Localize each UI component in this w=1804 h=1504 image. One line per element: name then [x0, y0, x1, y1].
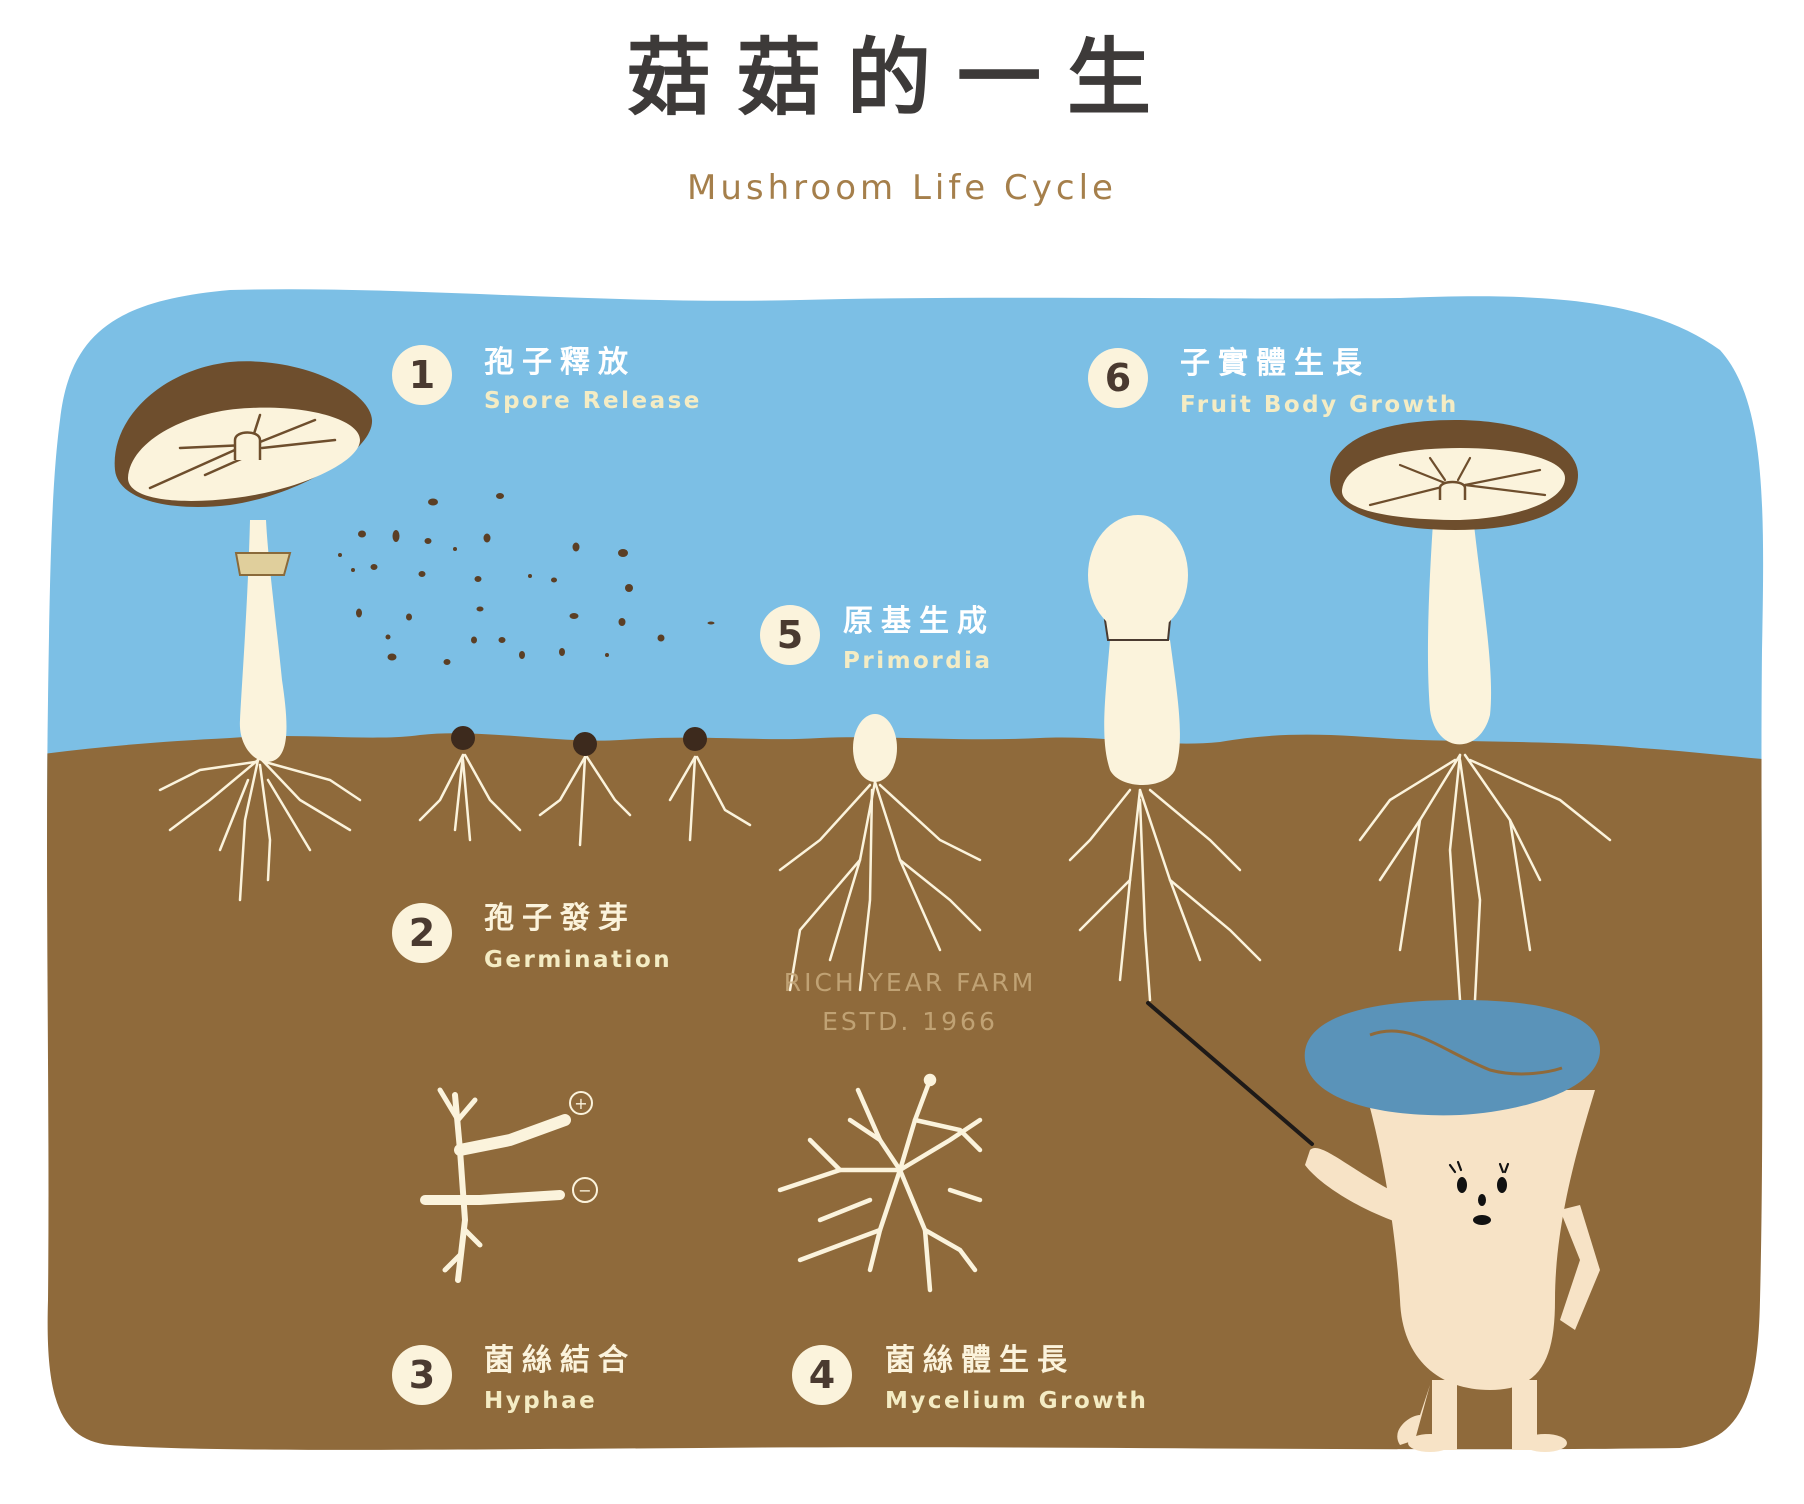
- stage-6-badge: 6: [1088, 348, 1148, 408]
- stage-5-title-en: Primordia: [843, 648, 993, 674]
- stage-2-title-en: Germination: [484, 947, 673, 973]
- page-subtitle: Mushroom Life Cycle: [687, 168, 1117, 208]
- mycelium-icon: [777, 1073, 983, 1293]
- page-title: 菇菇的一生: [626, 29, 1177, 127]
- teacher-mushroom-character: [1146, 1000, 1600, 1452]
- stage-5-title-zh: 原基生成: [843, 604, 995, 639]
- germinating-spore-icon: [418, 726, 752, 847]
- stage-1-badge: 1: [392, 345, 452, 405]
- stage-6-title-en: Fruit Body Growth: [1180, 392, 1459, 418]
- stage-1-title-zh: 孢子釋放: [484, 345, 636, 380]
- watermark-farm-name: RICH YEAR FARM: [783, 968, 1037, 997]
- stage-4-title-zh: 菌絲體生長: [885, 1343, 1075, 1378]
- mature-mushroom-icon: [114, 361, 373, 902]
- stage-5-badge: 5: [760, 605, 820, 665]
- stage-4-title-en: Mycelium Growth: [885, 1388, 1149, 1414]
- watermark-established: ESTD. 1966: [822, 1007, 998, 1036]
- stage-1-title-en: Spore Release: [484, 388, 702, 414]
- stage-4-badge: 4: [792, 1345, 852, 1405]
- fruit-body-mushroom-icon: [1330, 420, 1612, 1002]
- stage-2-title-zh: 孢子發芽: [484, 901, 636, 936]
- stage-3-title-zh: 菌絲結合: [484, 1343, 636, 1378]
- stage-6-title-zh: 子實體生長: [1180, 346, 1370, 381]
- plus-sign: +: [574, 1094, 587, 1113]
- stage-2-badge: 2: [392, 903, 452, 963]
- young-mushroom-icon: [1068, 515, 1262, 1002]
- hyphae-icon: [420, 1087, 598, 1283]
- pointer-stick: [1146, 1001, 1314, 1146]
- stage-3-title-en: Hyphae: [484, 1388, 598, 1414]
- primordium-icon: [778, 714, 982, 992]
- minus-sign: −: [578, 1181, 591, 1200]
- stage-3-badge: 3: [392, 1345, 452, 1405]
- spores-icon: [338, 493, 715, 665]
